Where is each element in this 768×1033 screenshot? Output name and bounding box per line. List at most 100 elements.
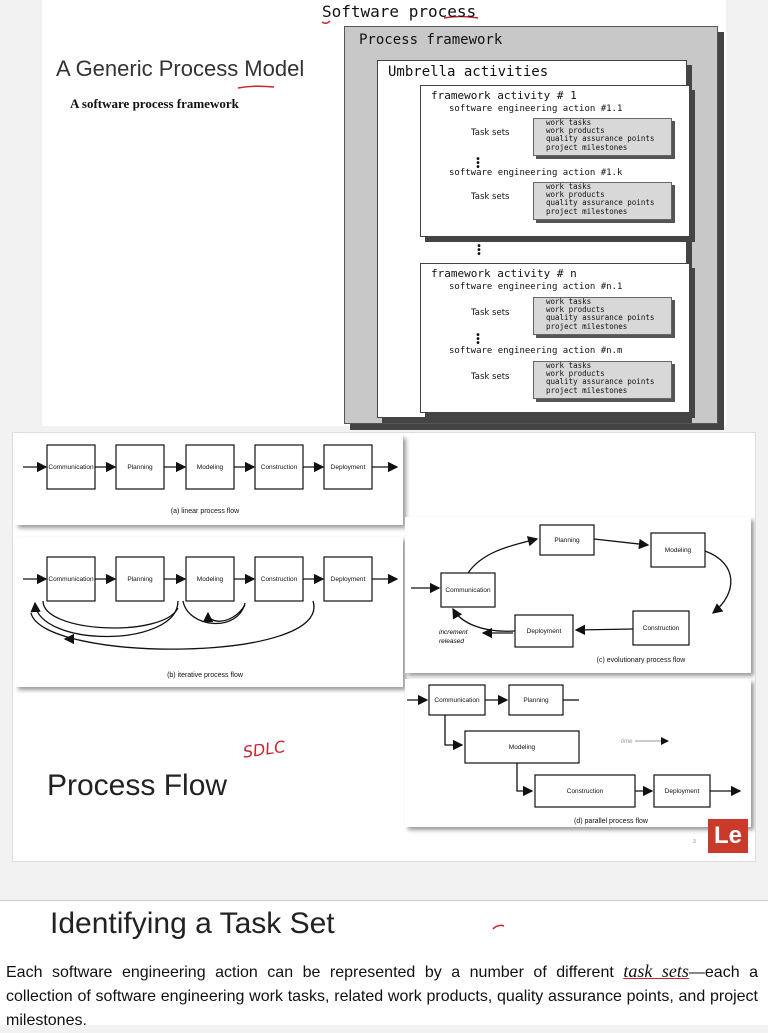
- flow-box-communication: [46, 444, 96, 490]
- task-item: project milestones: [546, 385, 628, 395]
- task-set-box: work tasks work products quality assuran…: [533, 182, 672, 220]
- flow-box-modeling: [185, 444, 235, 490]
- flow-box-label: Planning: [127, 576, 153, 583]
- flow-box-modeling: [650, 532, 706, 568]
- body-text-part: Each software engineering action can be …: [6, 964, 624, 981]
- task-item: work tasks: [546, 361, 592, 370]
- task-sets-label: Task sets: [471, 192, 510, 202]
- flow-box-label: Construction: [567, 788, 604, 795]
- flow-box-planning: [508, 684, 564, 716]
- vertical-ellipsis-icon: •••: [476, 330, 480, 349]
- diagram-caption: (c) evolutionary process flow: [597, 657, 687, 664]
- flow-box-construction: [632, 610, 690, 646]
- slide-process-flow: .bx { fill: #fff; stroke: #111; stroke-w…: [12, 432, 756, 862]
- diagram-caption: (d) parallel process flow: [574, 818, 649, 825]
- flow-box-construction: [534, 774, 636, 808]
- flow-box-label: Communication: [434, 697, 480, 704]
- task-set-box: work tasks work products quality assuran…: [533, 297, 672, 335]
- handwritten-mark: [492, 924, 505, 930]
- task-item: quality assurance points: [546, 313, 655, 323]
- flow-box-label: Construction: [643, 625, 680, 632]
- flow-box-label: Modeling: [197, 464, 224, 471]
- flow-box-label: Deployment: [527, 628, 562, 635]
- linear-process-flow: Communication Planning Modeling Construc…: [15, 435, 403, 525]
- slide-generic-process-model: A Generic Process Model A software proce…: [42, 0, 726, 426]
- action-label: software engineering action #n.1: [449, 282, 623, 292]
- page-number: 3: [693, 839, 696, 845]
- slide-body-text: Each software engineering action can be …: [6, 959, 758, 1033]
- task-item: work products: [546, 369, 605, 379]
- process-framework-label: Process framework: [359, 32, 503, 48]
- task-sets-term: task sets: [623, 961, 689, 981]
- flow-box-planning: [115, 556, 165, 602]
- flow-box-label: Communication: [445, 587, 491, 594]
- umbrella-activities-box: Umbrella activities framework activity #…: [377, 60, 690, 418]
- task-item: quality assurance points: [546, 134, 655, 144]
- flow-box-label: Construction: [261, 464, 298, 471]
- task-item: work tasks: [546, 297, 592, 306]
- process-framework-box: Process framework Umbrella activities fr…: [344, 26, 718, 424]
- task-item: project milestones: [546, 206, 628, 216]
- flow-box-communication: [440, 572, 496, 608]
- evolutionary-process-flow: Communication Planning Modeling Construc…: [405, 517, 751, 673]
- vertical-ellipsis-icon: •••: [476, 154, 480, 173]
- action-label: software engineering action #1.k: [449, 168, 623, 178]
- task-item: project milestones: [546, 321, 628, 331]
- framework-activity-title: framework activity # 1: [431, 89, 577, 102]
- task-item: project milestones: [546, 142, 628, 152]
- action-label: software engineering action #n.m: [449, 346, 623, 356]
- task-item: work products: [546, 305, 605, 315]
- task-sets-label: Task sets: [471, 128, 510, 138]
- flow-box-planning: [539, 524, 595, 556]
- increment-note: increment: [439, 629, 469, 636]
- flow-box-deployment: [323, 556, 373, 602]
- flow-box-modeling: [185, 556, 235, 602]
- slide-title: Identifying a Task Set: [50, 907, 335, 940]
- task-item: work tasks: [546, 118, 592, 127]
- flow-box-deployment: [514, 614, 574, 648]
- task-item: work products: [546, 190, 605, 200]
- flow-box-label: Modeling: [197, 576, 224, 583]
- flow-box-label: Communication: [48, 576, 94, 583]
- flow-box-label: Communication: [48, 464, 94, 471]
- framework-activity-1: framework activity # 1 software engineer…: [420, 85, 690, 237]
- diagram-caption: (a) linear process flow: [171, 508, 240, 515]
- diagram-caption: (b) iterative process flow: [167, 672, 244, 679]
- vertical-ellipsis-icon: •••: [477, 241, 481, 260]
- annotation-title: Software process: [322, 2, 477, 21]
- slide-title: A Generic Process Model: [56, 56, 305, 81]
- flow-box-label: Planning: [523, 697, 549, 704]
- task-item: quality assurance points: [546, 377, 655, 387]
- task-item: work products: [546, 126, 605, 136]
- task-sets-label: Task sets: [471, 372, 510, 382]
- flow-box-deployment: [323, 444, 373, 490]
- task-sets-label: Task sets: [471, 308, 510, 318]
- handwritten-underlines: [237, 15, 479, 89]
- framework-activity-title: framework activity # n: [431, 267, 577, 280]
- umbrella-activities-label: Umbrella activities: [388, 64, 549, 80]
- flow-box-modeling: [464, 730, 580, 764]
- flow-box-label: Planning: [554, 537, 580, 544]
- handwritten-sdlc: SDLC: [242, 737, 288, 762]
- flow-box-construction: [254, 444, 304, 490]
- slide-title: Process Flow: [47, 769, 228, 802]
- action-label: software engineering action #1.1: [449, 104, 623, 114]
- flow-box-label: Modeling: [665, 547, 692, 554]
- task-set-box: work tasks work products quality assuran…: [533, 361, 672, 399]
- flow-box-label: Deployment: [331, 576, 366, 583]
- flow-box-label: Deployment: [665, 788, 700, 795]
- flow-box-communication: [428, 684, 486, 716]
- flow-box-label: Planning: [127, 464, 153, 471]
- flow-box-planning: [115, 444, 165, 490]
- brand-logo: Le: [708, 819, 748, 853]
- flow-box-label: Construction: [261, 576, 298, 583]
- flow-box-communication: [46, 556, 96, 602]
- task-item: quality assurance points: [546, 198, 655, 208]
- task-set-box: work tasks work products quality assuran…: [533, 118, 672, 156]
- iterative-process-flow: Communication Planning Modeling Construc…: [15, 537, 403, 687]
- slide-identifying-task-set: Identifying a Task Set Each software eng…: [0, 900, 768, 1029]
- parallel-process-flow: Communication Planning Modeling Construc…: [405, 679, 751, 827]
- increment-note: released: [439, 638, 464, 645]
- task-item: work tasks: [546, 182, 592, 191]
- process-flow-diagrams: .bx { fill: #fff; stroke: #111; stroke-w…: [15, 435, 751, 845]
